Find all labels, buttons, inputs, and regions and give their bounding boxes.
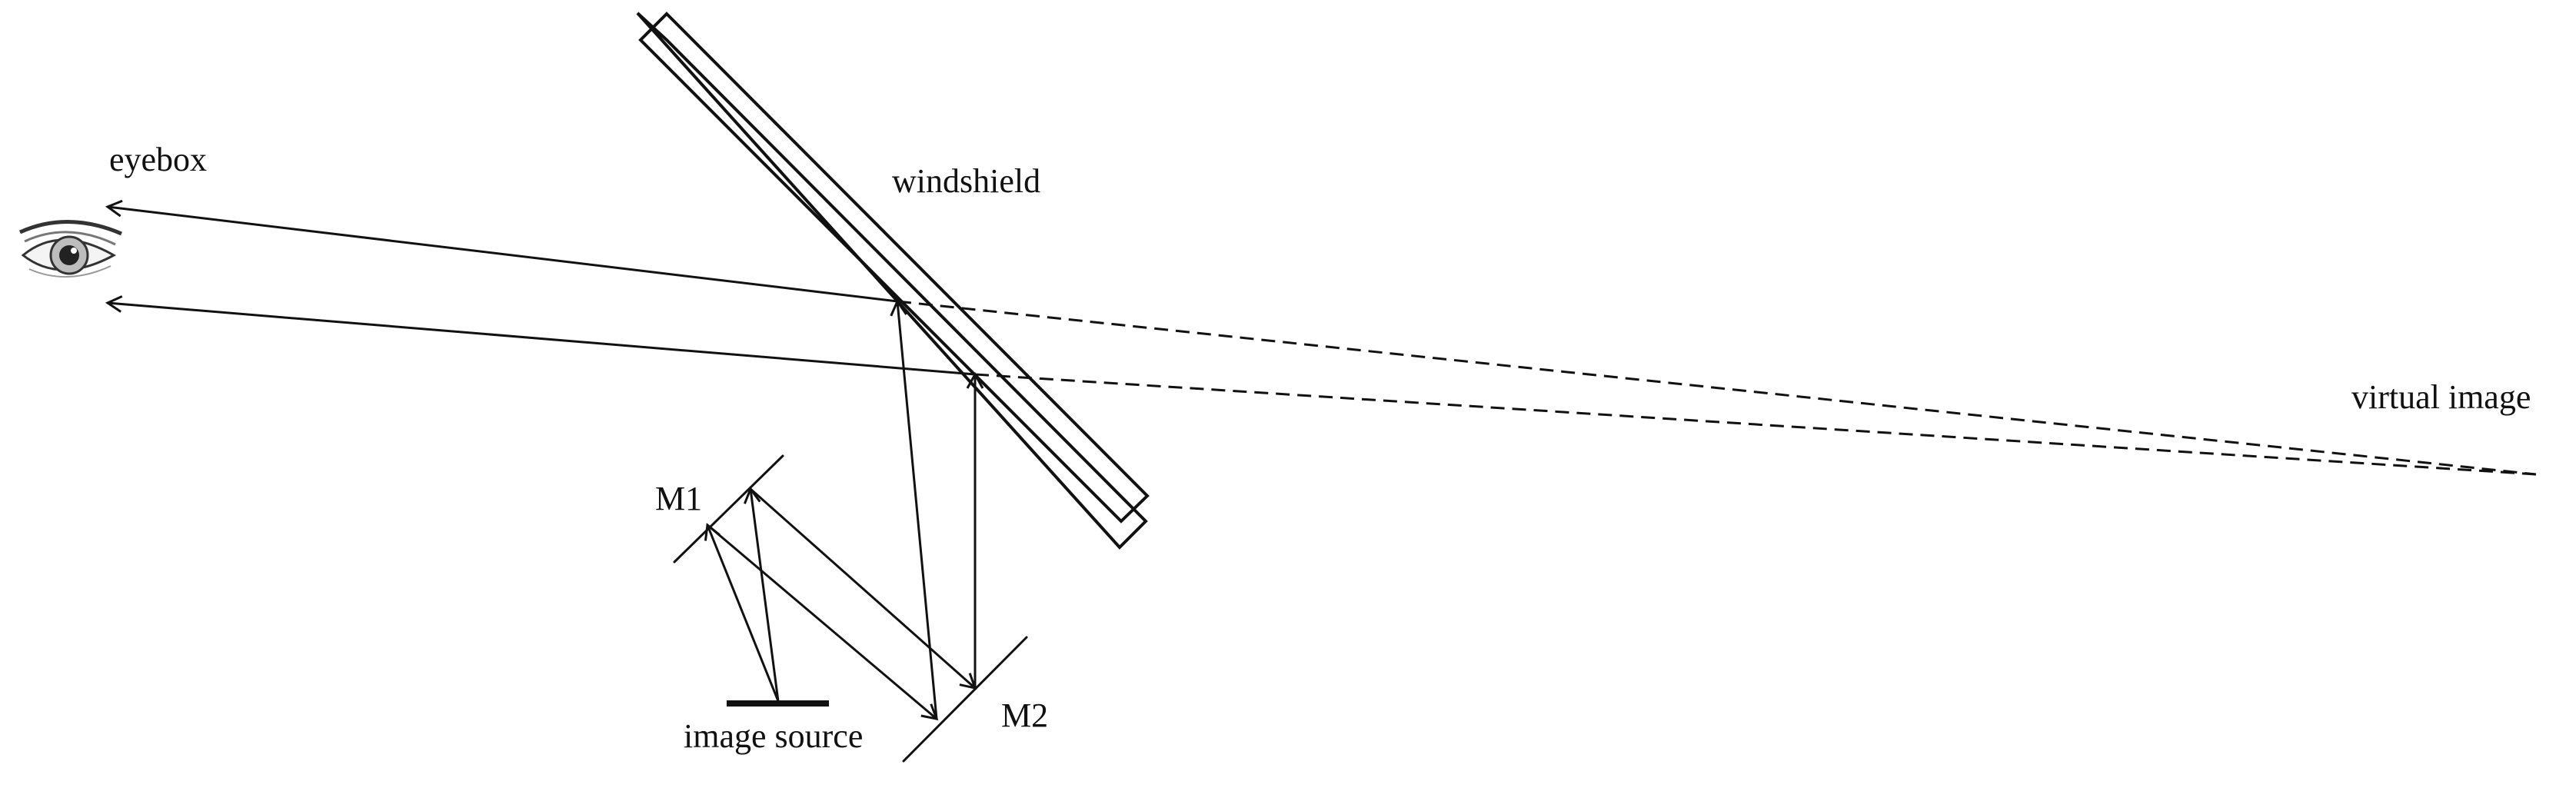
windshield [638, 12, 1150, 524]
virtual-ray-upper [897, 300, 2537, 476]
m2-label: M2 [1001, 697, 1048, 734]
image-source-label: image source [684, 717, 863, 755]
m1-label: M1 [655, 480, 702, 517]
eye-icon [18, 220, 122, 278]
ray-m2-to-windshield-a [890, 298, 938, 720]
mirror-m2 [902, 636, 1028, 763]
ray-source-to-m1-b [744, 486, 780, 703]
windshield-label: windshield [892, 162, 1040, 200]
ray-upper-to-eye [105, 199, 899, 303]
windshield-plate [636, 12, 1148, 550]
ray-m1-to-m2-a [706, 524, 939, 720]
mirror-m1 [673, 454, 784, 564]
eyebox-label: eyebox [109, 141, 207, 178]
ray-source-to-m1-a [704, 523, 780, 703]
virtual-ray-lower [974, 373, 2537, 476]
ray-lower-to-eye [105, 295, 977, 376]
virtual-image-label: virtual image [2351, 378, 2531, 416]
ray-m1-to-m2-b [749, 487, 977, 690]
